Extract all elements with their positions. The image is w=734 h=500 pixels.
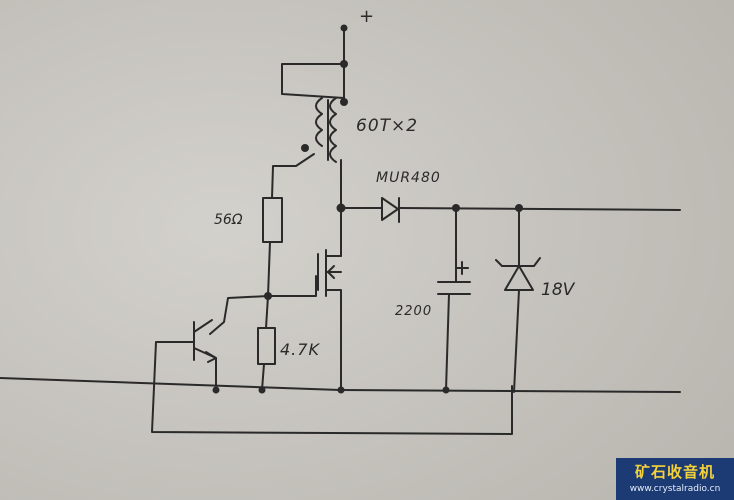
resistor-47k-top-lead xyxy=(265,295,269,329)
gate-drive-wire xyxy=(267,275,317,297)
zener-bottom-lead xyxy=(513,289,520,393)
junction-ground-resistor xyxy=(258,386,266,394)
resistor-47k-body xyxy=(257,327,276,365)
mosfet-source-lead xyxy=(325,289,342,391)
base-wire xyxy=(151,341,513,435)
mosfet-arrow xyxy=(327,265,335,279)
junction-coil xyxy=(340,98,348,106)
resistor-56-body xyxy=(262,197,283,243)
junction-drain xyxy=(336,203,346,213)
junction-ground-cap xyxy=(442,386,450,394)
diode-label: MUR480 xyxy=(376,170,441,186)
secondary-feed-wire xyxy=(271,153,315,199)
junction-ground-source xyxy=(337,386,345,394)
capacitor-bottom-lead xyxy=(445,293,450,391)
watermark-title: 矿石收音机 xyxy=(634,463,715,481)
transformer-secondary-coil xyxy=(315,97,323,147)
junction-zener-top xyxy=(515,204,523,212)
junction-gate-node xyxy=(264,292,272,300)
zener-label: 18V xyxy=(541,280,575,300)
diode-triangle xyxy=(381,197,399,221)
transistor-emitter-arrow xyxy=(205,351,217,363)
junction-coil-secondary xyxy=(301,144,309,152)
output-rail xyxy=(399,207,681,211)
supply-label: + xyxy=(359,6,375,27)
gate-resistor-label: 56Ω xyxy=(214,212,243,228)
junction-cap-top xyxy=(452,204,460,212)
capacitor-label: 2200 xyxy=(395,304,433,319)
collector-wire xyxy=(209,295,269,335)
site-watermark: 矿石收音机 www.crystalradio.cn xyxy=(616,458,734,500)
resistor-47k-bottom-lead xyxy=(261,363,265,391)
resistor-56-lead xyxy=(267,241,271,297)
junction-ground-emitter xyxy=(212,386,220,394)
base-resistor-label: 4.7K xyxy=(280,340,320,359)
transformer-label: 60T×2 xyxy=(356,116,419,136)
ground-rail-right xyxy=(339,389,681,393)
watermark-url: www.crystalradio.cn xyxy=(629,484,721,494)
transformer-loop-wire xyxy=(281,63,345,99)
junction-supply xyxy=(340,24,348,32)
transistor-collector xyxy=(193,319,213,333)
ground-rail-left xyxy=(0,377,341,391)
transformer-primary-coil xyxy=(329,97,337,163)
junction-loop-top xyxy=(340,60,348,68)
